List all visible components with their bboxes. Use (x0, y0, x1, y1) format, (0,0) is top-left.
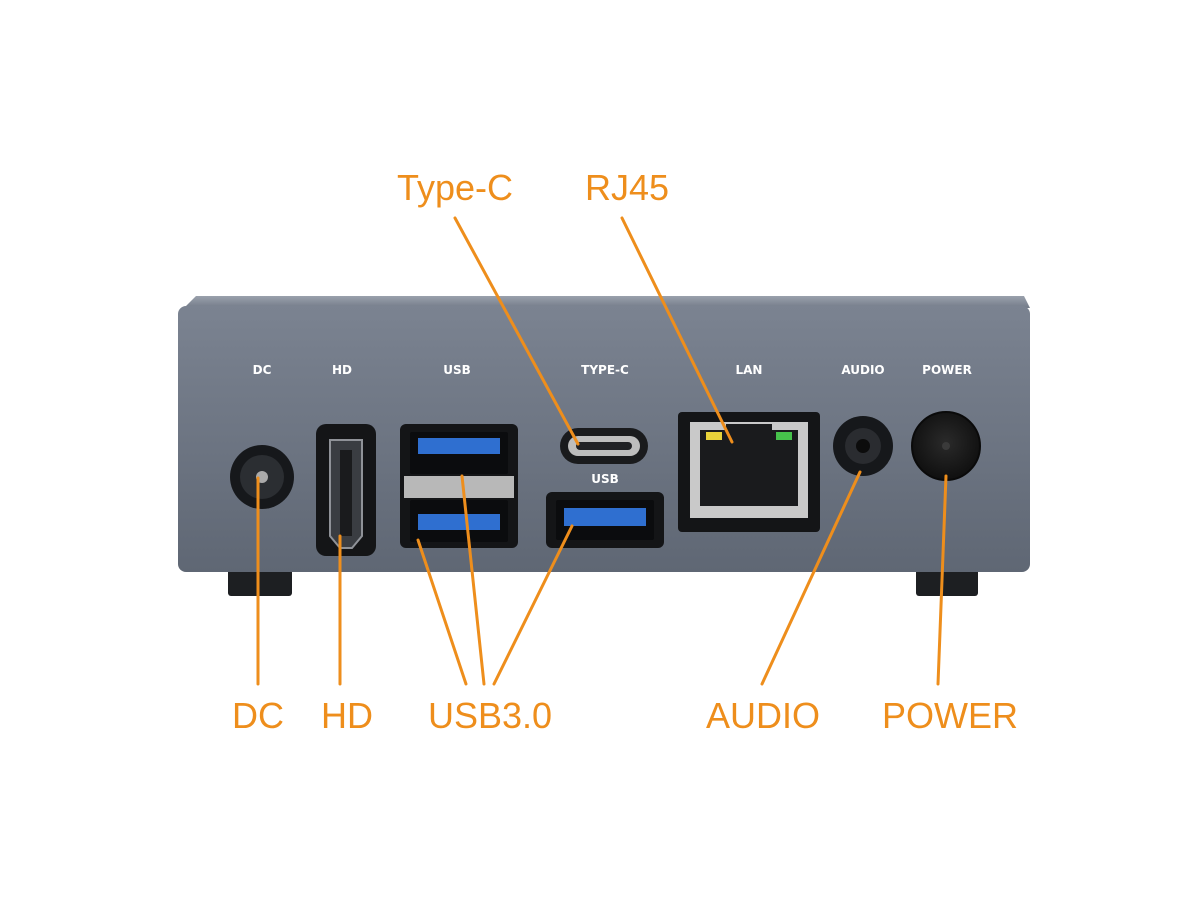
callout-labels: Type-C RJ45 DC HD USB3.0 AUDIO POWER (232, 167, 1018, 736)
panel-label-audio: AUDIO (841, 363, 884, 377)
ports (230, 411, 981, 556)
callout-usb30: USB3.0 (428, 695, 552, 736)
leader-type-c (453, 216, 580, 446)
dc-jack (230, 445, 294, 509)
callout-hd: HD (321, 695, 373, 736)
leader-usb-2 (460, 474, 486, 686)
panel-label-usb: USB (443, 363, 471, 377)
panel-label-dc: DC (253, 363, 272, 377)
dual-usb-port (400, 424, 518, 548)
callout-dc: DC (232, 695, 284, 736)
type-c-port (560, 428, 648, 464)
leader-usb-1 (416, 538, 468, 686)
power-button (911, 411, 981, 481)
callout-type-c: Type-C (397, 167, 513, 208)
right-foot (916, 566, 978, 596)
callout-rj45: RJ45 (585, 167, 669, 208)
panel-label-lan: LAN (736, 363, 763, 377)
panel-label-usb-small: USB (591, 472, 619, 486)
leader-usb-3 (492, 524, 574, 686)
callout-audio: AUDIO (706, 695, 820, 736)
panel-label-type-c: TYPE-C (581, 363, 629, 377)
hdmi-port (316, 424, 376, 556)
panel-label-power: POWER (922, 363, 972, 377)
leader-rj45 (620, 216, 734, 444)
callout-power: POWER (882, 695, 1018, 736)
panel-label-hd: HD (332, 363, 352, 377)
single-usb-port (546, 492, 664, 548)
left-foot (228, 566, 292, 596)
panel-labels: DC HD USB TYPE-C USB LAN AUDIO POWER (253, 363, 972, 486)
chassis-top-edge (184, 296, 1030, 308)
rj45-port (678, 412, 820, 532)
leader-power (936, 474, 948, 686)
leader-audio (760, 470, 862, 686)
leader-lines (256, 216, 948, 686)
audio-jack (833, 416, 893, 476)
